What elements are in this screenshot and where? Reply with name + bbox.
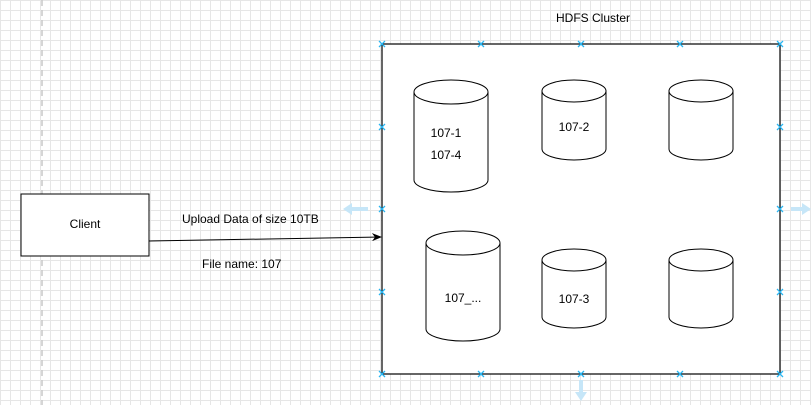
- arrow-label-top: Upload Data of size 10TB: [182, 212, 319, 226]
- cluster-title: HDFS Cluster: [556, 11, 631, 25]
- node-cylinder[interactable]: [668, 79, 734, 161]
- node-label: 107-2: [542, 119, 606, 135]
- connector-hint-right[interactable]: [791, 203, 811, 215]
- node-cylinder[interactable]: [413, 79, 489, 193]
- node-label: 107-3: [542, 291, 606, 307]
- node-cylinder[interactable]: [425, 230, 501, 342]
- node-label-line: 107-4: [430, 148, 462, 162]
- upload-arrow[interactable]: [148, 233, 382, 242]
- client-label: Client: [69, 217, 101, 231]
- arrow-label-bottom: File name: 107: [202, 257, 282, 271]
- node-cylinder[interactable]: [668, 248, 734, 329]
- client-box[interactable]: [20, 193, 150, 257]
- node-label: 107-1 107-4: [414, 125, 478, 163]
- connector-hint-bottom[interactable]: [575, 380, 587, 401]
- node-label: 107_...: [426, 290, 500, 306]
- connector-hint-left[interactable]: [343, 203, 368, 215]
- node-label-line: 107_...: [444, 291, 482, 305]
- node-label-line: 107-1: [430, 126, 462, 140]
- node-cylinder[interactable]: [541, 79, 607, 161]
- selection-handles[interactable]: [378, 40, 784, 378]
- node-label-line: 107-3: [558, 292, 590, 306]
- node-label-line: 107-2: [558, 120, 590, 134]
- node-cylinder[interactable]: [541, 248, 607, 329]
